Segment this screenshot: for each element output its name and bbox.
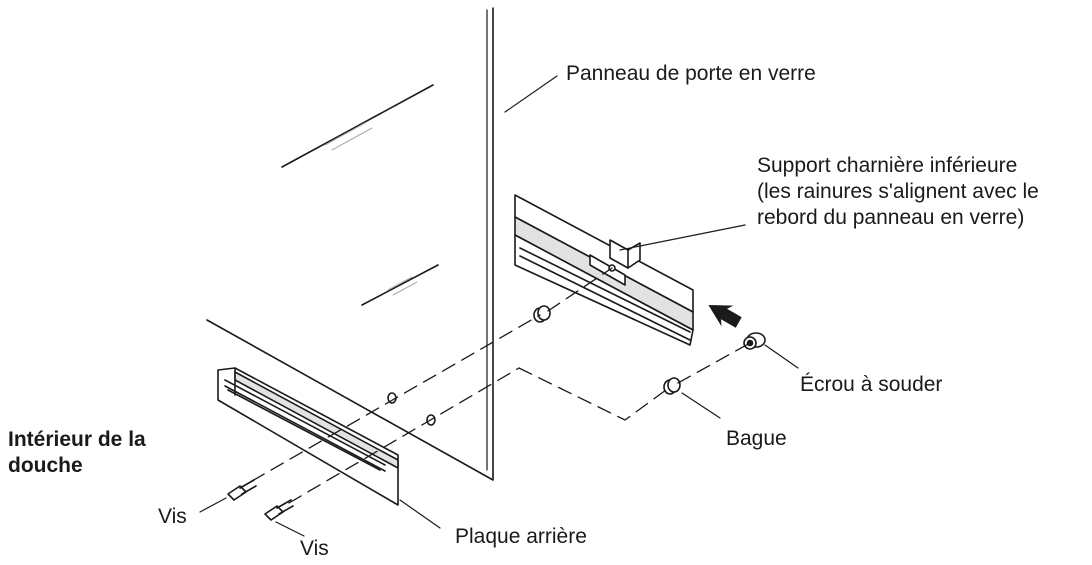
glass-door-panel — [206, 7, 494, 481]
label-bottom-hinge-bracket: Support charnière inférieure (les rainur… — [757, 154, 1039, 229]
weld-nut — [743, 332, 766, 350]
alignment-lines — [251, 267, 751, 504]
label-glass-panel: Panneau de porte en verre — [566, 62, 816, 85]
leader-lines — [199, 75, 799, 537]
direction-arrow-icon — [708, 305, 742, 328]
label-back-plate: Plaque arrière — [455, 525, 587, 548]
screw — [227, 479, 294, 521]
label-screw: Vis — [158, 505, 187, 528]
label-bushing: Bague — [726, 427, 787, 450]
label-shower-interior: Intérieur de la douche — [8, 428, 146, 477]
label-weld-nut: Écrou à souder — [800, 373, 943, 396]
back-plate — [217, 367, 399, 506]
label-screw: Vis — [300, 537, 329, 560]
